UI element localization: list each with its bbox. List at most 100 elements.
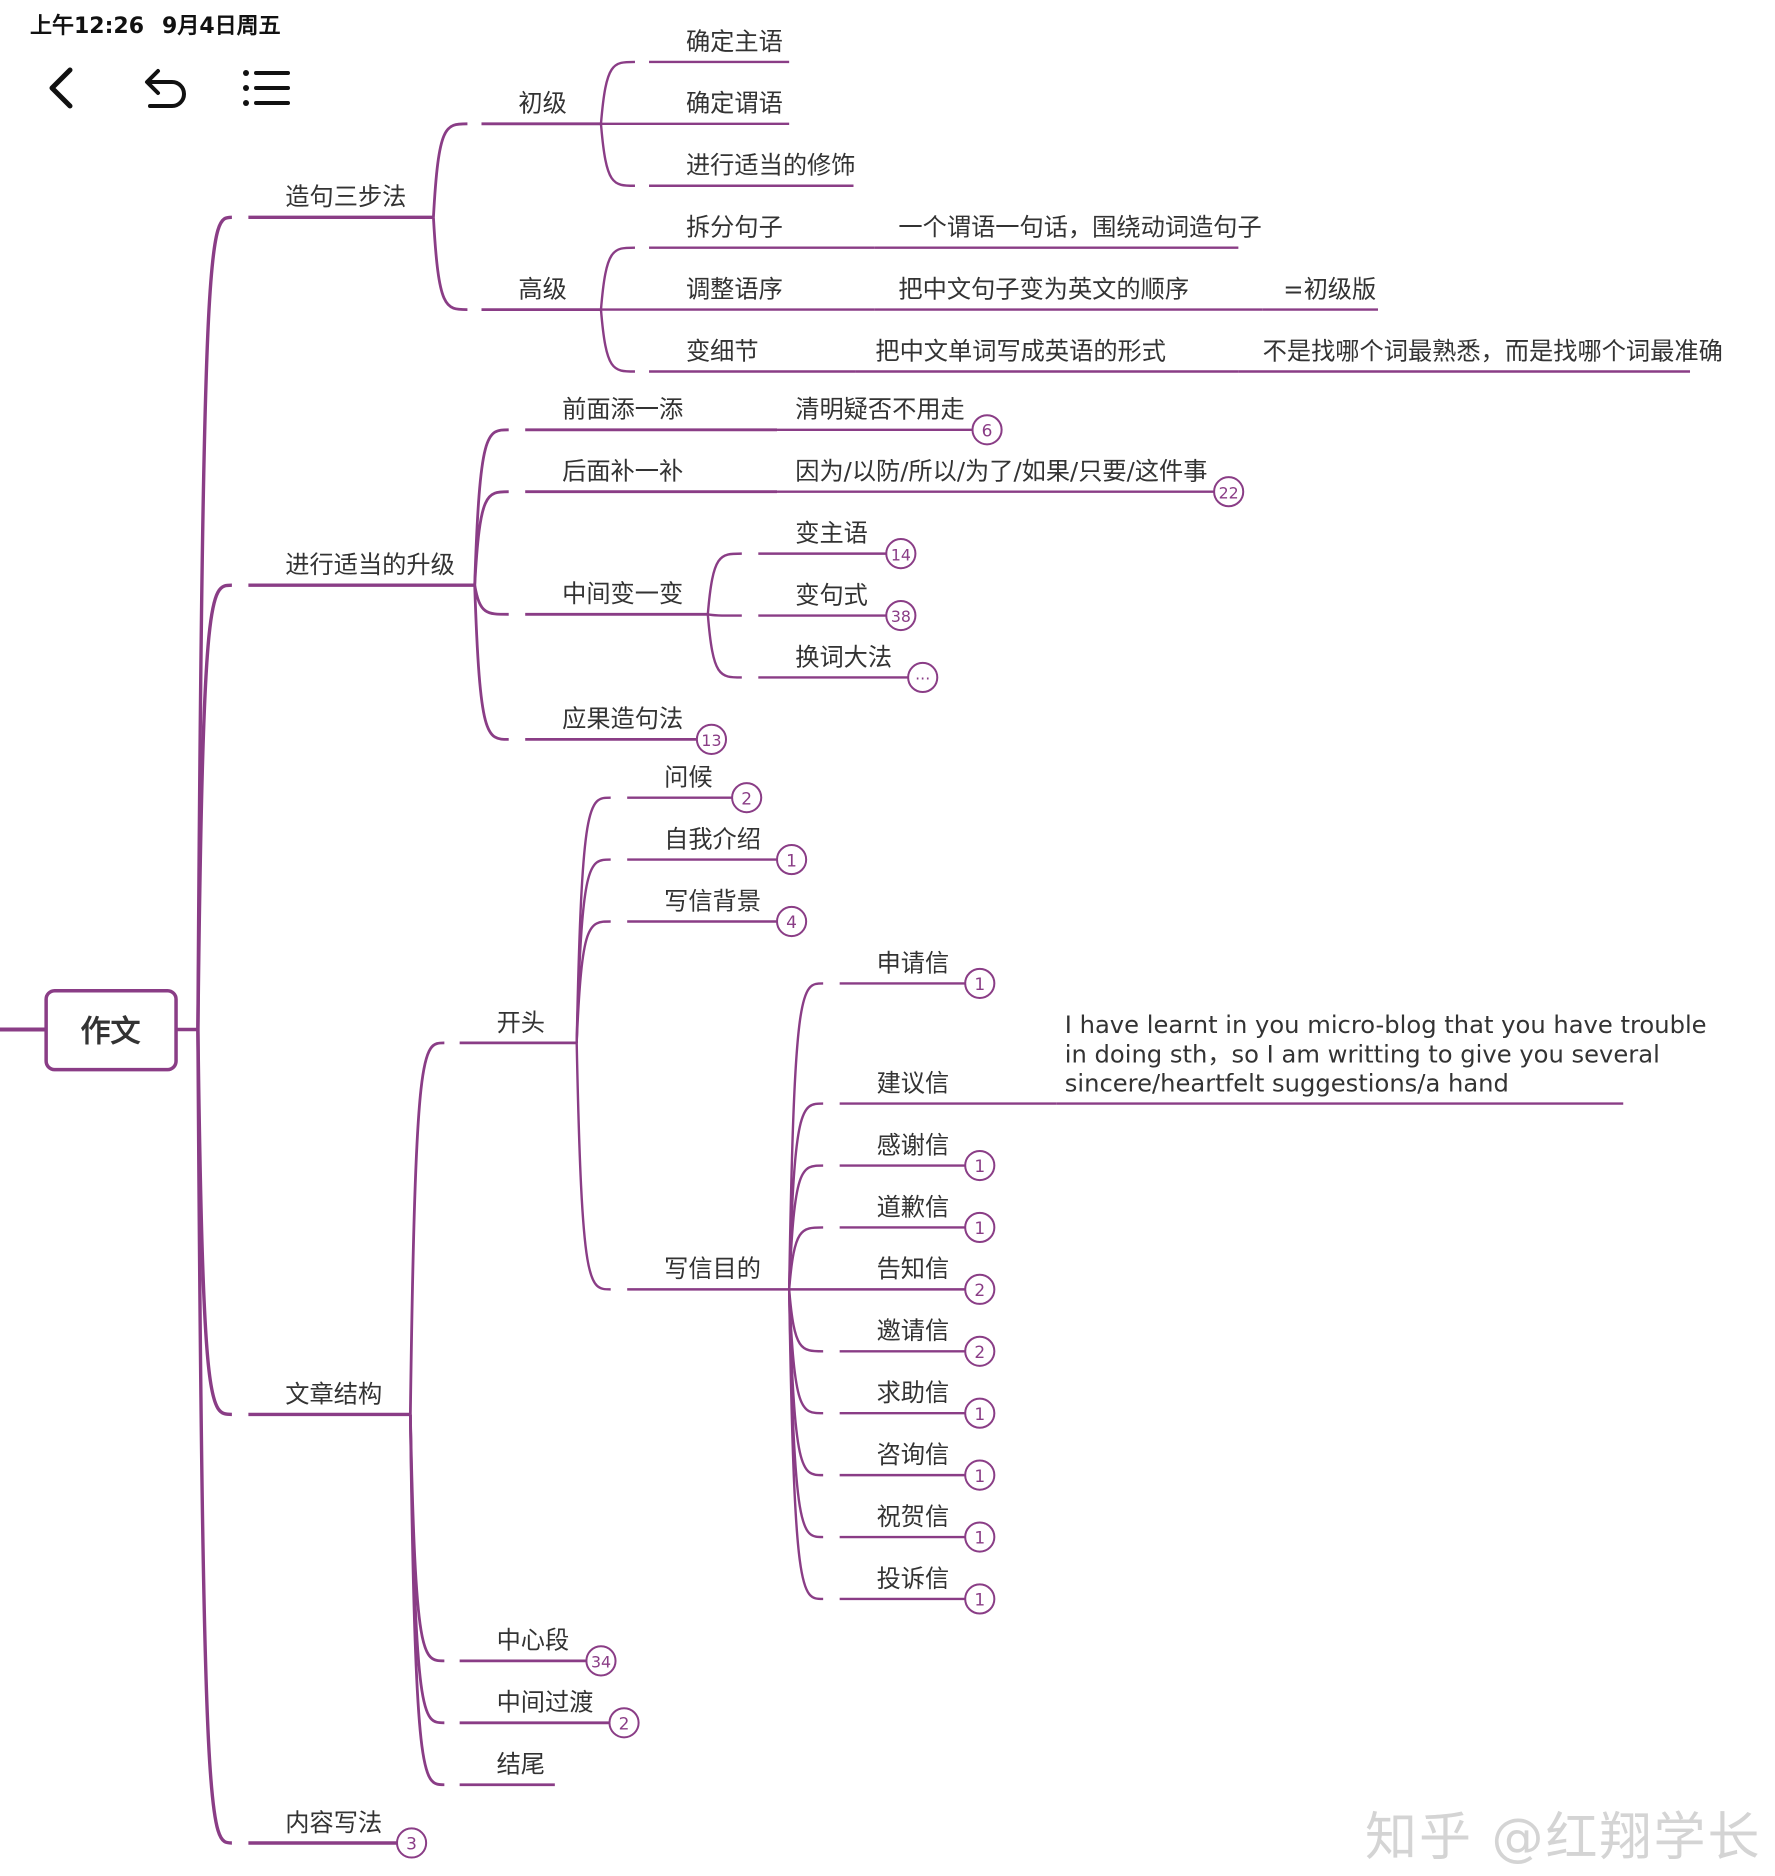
count-badge[interactable]: 34 xyxy=(585,1645,617,1677)
count-badge-label: 6 xyxy=(982,421,993,441)
node-b1b1a[interactable]: 一个谓语一句话，围绕动词造句子 xyxy=(898,214,1261,242)
node-b3a[interactable]: 开头 xyxy=(497,1009,545,1037)
node-label: 自我介绍 xyxy=(664,825,761,853)
count-badge[interactable]: 1 xyxy=(964,967,996,999)
branch-curve xyxy=(575,858,611,1043)
node-label: 确定谓语 xyxy=(686,90,783,118)
node-b1a2[interactable]: 确定谓语 xyxy=(686,90,783,118)
chevron-left-icon[interactable] xyxy=(38,62,90,114)
node-b3a4d[interactable]: 道歉信 1 xyxy=(877,1193,996,1244)
count-badge[interactable]: 2 xyxy=(964,1335,996,1367)
count-badge[interactable]: 22 xyxy=(1213,476,1245,508)
node-b1[interactable]: 造句三步法 xyxy=(285,183,406,211)
count-badge-label: 1 xyxy=(974,1529,985,1549)
node-b1a[interactable]: 初级 xyxy=(518,90,566,118)
node-b1a3[interactable]: 进行适当的修饰 xyxy=(686,152,856,180)
count-badge[interactable]: 13 xyxy=(695,723,728,755)
node-b3a2[interactable]: 自我介绍 1 xyxy=(664,825,808,876)
count-badge-label: 3 xyxy=(406,1835,417,1855)
node-b3a4b[interactable]: 建议信 xyxy=(877,1069,950,1097)
count-badge[interactable]: ··· xyxy=(907,661,939,694)
node-b1b3b[interactable]: 不是找哪个词最熟悉，而是找哪个词最准确 xyxy=(1263,337,1723,365)
node-b1b2a[interactable]: 把中文句子变为英文的顺序 xyxy=(898,275,1189,303)
node-b2c3[interactable]: 换词大法··· xyxy=(795,643,939,694)
node-b1b2b[interactable]: =初级版 xyxy=(1283,275,1376,303)
node-b1a1[interactable]: 确定主语 xyxy=(686,28,783,56)
count-badge[interactable]: 38 xyxy=(885,599,917,632)
node-b2c[interactable]: 中间变一变 xyxy=(562,580,683,608)
count-badge[interactable]: 3 xyxy=(396,1827,428,1859)
status-date: 9月4日周五 xyxy=(162,14,281,39)
node-b1b3a[interactable]: 把中文单词写成英语的形式 xyxy=(875,337,1166,365)
count-badge[interactable]: 1 xyxy=(964,1521,996,1553)
undo-icon[interactable] xyxy=(138,62,190,114)
count-badge[interactable]: 1 xyxy=(964,1397,996,1429)
node-b2b[interactable]: 后面补一补 xyxy=(562,458,683,486)
branch-curve xyxy=(575,920,611,1043)
node-b3d[interactable]: 结尾 xyxy=(497,1751,545,1779)
count-badge[interactable]: 1 xyxy=(964,1459,996,1491)
node-b1b1[interactable]: 拆分句子 xyxy=(686,214,783,242)
count-badge-label: 2 xyxy=(619,1714,630,1734)
count-badge[interactable]: 2 xyxy=(731,782,763,814)
list-icon[interactable] xyxy=(240,62,292,114)
count-badge[interactable]: 2 xyxy=(608,1707,640,1739)
node-b3[interactable]: 文章结构 xyxy=(285,1380,382,1408)
node-b1b2[interactable]: 调整语序 xyxy=(686,275,783,303)
node-b1b[interactable]: 高级 xyxy=(518,275,566,303)
count-badge-label: 1 xyxy=(974,1405,985,1425)
branch-curve xyxy=(473,428,509,586)
count-badge[interactable]: 4 xyxy=(776,905,808,938)
count-badge[interactable]: 1 xyxy=(776,844,808,876)
count-badge[interactable]: 1 xyxy=(964,1149,996,1182)
node-label: 前面添一添 xyxy=(562,396,683,424)
status-time: 上午12:26 xyxy=(30,14,145,39)
count-badge-label: 1 xyxy=(974,1467,985,1487)
node-b3a4[interactable]: 写信目的 xyxy=(664,1255,761,1283)
count-badge-label: 22 xyxy=(1219,483,1239,502)
branch-curve xyxy=(787,1164,824,1290)
branch-curve xyxy=(575,1042,611,1291)
branch-curve xyxy=(408,1041,445,1415)
branch-curve xyxy=(473,584,509,616)
branch-curve xyxy=(599,60,635,124)
node-b3a4b1[interactable]: I have learnt in you micro-blog that you… xyxy=(1065,1011,1707,1097)
branch-curve xyxy=(196,583,232,1030)
count-badge[interactable]: 2 xyxy=(964,1273,996,1305)
node-label: 道歉信 xyxy=(877,1193,950,1221)
count-badge[interactable]: 1 xyxy=(964,1583,996,1615)
count-badge[interactable]: 6 xyxy=(971,414,1003,446)
count-badge-ring xyxy=(695,723,728,755)
node-b2a[interactable]: 前面添一添 xyxy=(562,396,683,424)
node-b1b3[interactable]: 变细节 xyxy=(686,337,759,365)
node-label: 高级 xyxy=(518,275,566,303)
node-label: 把中文句子变为英文的顺序 xyxy=(898,275,1189,303)
node-b2[interactable]: 进行适当的升级 xyxy=(285,551,455,579)
node-label: 进行适当的修饰 xyxy=(686,152,856,180)
node-label: 变细节 xyxy=(686,337,759,365)
root-node[interactable]: 作文 xyxy=(44,988,178,1072)
count-badge[interactable]: 1 xyxy=(964,1211,996,1244)
node-b3a1[interactable]: 问候2 xyxy=(664,764,763,814)
count-badge-ring xyxy=(776,844,808,876)
branch-curve xyxy=(706,614,742,679)
node-label: 一个谓语一句话，围绕动词造句子 xyxy=(898,214,1261,242)
count-badge[interactable]: 14 xyxy=(885,538,917,570)
